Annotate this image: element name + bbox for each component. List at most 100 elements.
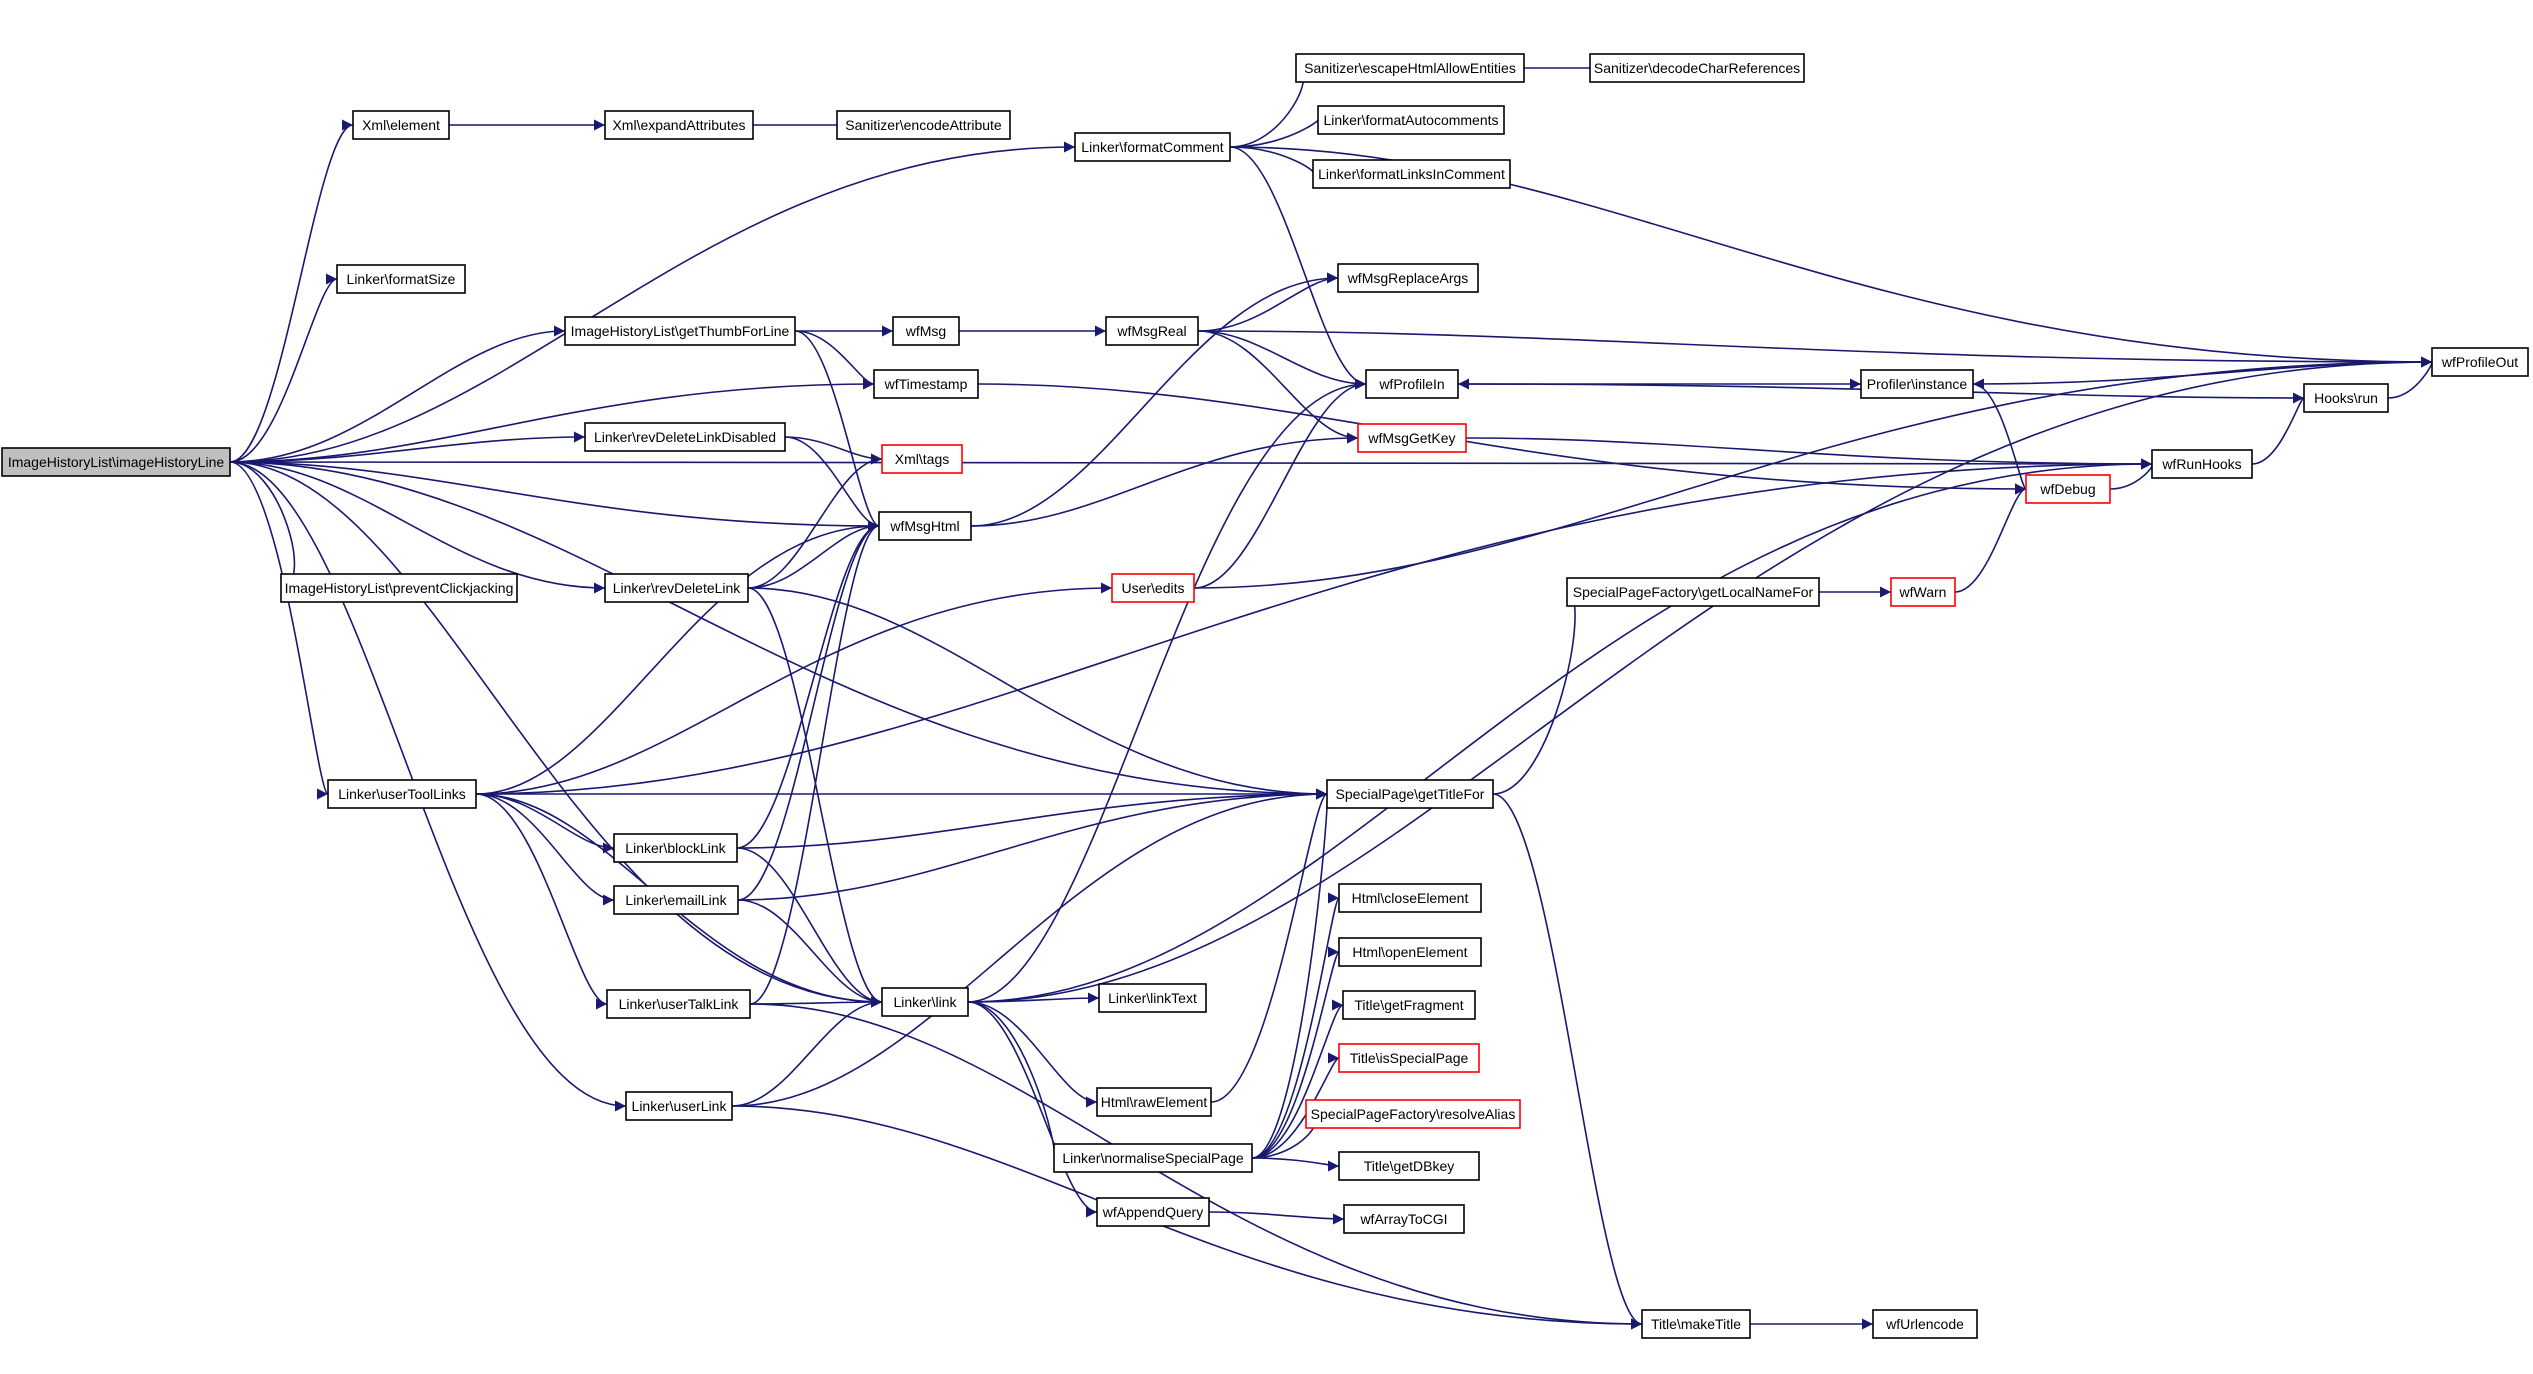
node-box [564, 316, 796, 346]
node-profiler_instance[interactable]: Profiler\instance [1860, 369, 1974, 399]
node-html_open[interactable]: Html\openElement [1338, 937, 1482, 967]
edge-userLink-to-sp_getTitleFor [731, 788, 1328, 1107]
node-wfDebug[interactable]: wfDebug [2025, 474, 2111, 504]
node-user_edits[interactable]: User\edits [1111, 573, 1195, 603]
node-wfTimestamp[interactable]: wfTimestamp [873, 369, 979, 399]
node-xml_tags[interactable]: Xml\tags [881, 444, 963, 474]
node-title_isSpecial[interactable]: Title\isSpecialPage [1338, 1043, 1480, 1073]
edges-layer [229, 62, 2444, 1330]
node-box [1890, 577, 1956, 607]
node-label: wfMsgHtml [889, 518, 959, 534]
node-linker_formatComment[interactable]: Linker\formatComment [1074, 132, 1231, 162]
node-box [584, 422, 786, 452]
node-spf_getLocalName[interactable]: SpecialPageFactory\getLocalNameFor [1566, 577, 1820, 607]
node-box [352, 110, 450, 140]
node-hooks_run[interactable]: Hooks\run [2303, 383, 2389, 413]
node-label: Linker\link [893, 994, 957, 1010]
node-label: ImageHistoryList\getThumbForLine [571, 323, 790, 339]
edge-userToolLinks-to-user_edits [475, 582, 1113, 795]
edge-userTalkLink-to-wfMsgHtml [749, 520, 880, 1005]
node-box [2431, 347, 2529, 377]
node-label: Linker\formatComment [1081, 139, 1223, 155]
node-blockLink[interactable]: Linker\blockLink [613, 833, 738, 863]
node-linker_formatSize[interactable]: Linker\formatSize [336, 264, 466, 294]
node-wfProfileIn[interactable]: wfProfileIn [1365, 369, 1459, 399]
node-revDeleteLink[interactable]: Linker\revDeleteLink [604, 573, 749, 603]
edge-userLink-to-linker_link [731, 996, 883, 1107]
edge-linker_link-to-wfRunHooks [967, 458, 2153, 1003]
node-san_decode[interactable]: Sanitizer\decodeCharReferences [1589, 53, 1805, 83]
node-wfMsgGetKey[interactable]: wfMsgGetKey [1357, 423, 1467, 453]
node-html_raw[interactable]: Html\rawElement [1096, 1087, 1212, 1117]
node-box [1357, 423, 1467, 453]
node-linker_linksInComment[interactable]: Linker\formatLinksInComment [1312, 159, 1511, 189]
node-normalizeSP[interactable]: Linker\normaliseSpecialPage [1053, 1143, 1253, 1173]
node-title_dbkey[interactable]: Title\getDBkey [1338, 1151, 1480, 1181]
node-revDelDisabled[interactable]: Linker\revDeleteLinkDisabled [584, 422, 786, 452]
node-box [1312, 159, 1511, 189]
node-title_fragment[interactable]: Title\getFragment [1342, 990, 1476, 1020]
node-box [1074, 132, 1231, 162]
edge-normalizeSP-to-html_open [1251, 946, 1340, 1159]
node-label: Html\closeElement [1352, 890, 1469, 906]
node-label: Hooks\run [2314, 390, 2378, 406]
node-wfMsg[interactable]: wfMsg [892, 316, 960, 346]
node-wfRunHooks[interactable]: wfRunHooks [2151, 449, 2253, 479]
node-xml_element[interactable]: Xml\element [352, 110, 450, 140]
edge-sp_getTitleFor-to-title_make [1492, 793, 1643, 1330]
node-wfProfileOut[interactable]: wfProfileOut [2431, 347, 2529, 377]
edge-root-to-getThumb [229, 325, 566, 463]
edge-userToolLinks-to-emailLink [475, 793, 615, 906]
node-box [625, 1091, 733, 1121]
node-wfAppendQuery[interactable]: wfAppendQuery [1096, 1197, 1210, 1227]
node-box [1105, 316, 1199, 346]
node-label: wfAppendQuery [1102, 1204, 1203, 1220]
edge-root-to-sp_getTitleFor [229, 461, 1328, 800]
edge-linker_link-to-wfAppendQuery [967, 1001, 1098, 1218]
edge-linker_link-to-html_raw [967, 1001, 1098, 1108]
node-html_close[interactable]: Html\closeElement [1338, 883, 1482, 913]
node-label: Sanitizer\encodeAttribute [845, 117, 1002, 133]
edge-wfMsgGetKey-to-wfRunHooks [1465, 437, 2153, 470]
edge-wfMsgReal-to-wfMsgReplaceArgs [1197, 272, 1339, 332]
node-box [604, 573, 749, 603]
edge-html_raw-to-sp_getTitleFor [1210, 788, 1328, 1103]
node-label: ImageHistoryList\imageHistoryLine [8, 454, 225, 470]
edge-root-to-linker_link [229, 461, 883, 1008]
node-title_make[interactable]: Title\makeTitle [1641, 1309, 1751, 1339]
node-wfMsgHtml[interactable]: wfMsgHtml [878, 511, 972, 541]
node-linker_autocomments[interactable]: Linker\formatAutocomments [1317, 105, 1505, 135]
edge-wfAppendQuery-to-wfArrayToCGI [1208, 1211, 1345, 1225]
node-label: wfMsgReal [1116, 323, 1186, 339]
edge-emailLink-to-wfMsgHtml [737, 520, 880, 901]
node-wfMsgReal[interactable]: wfMsgReal [1105, 316, 1199, 346]
edge-root-to-wfTimestamp [229, 378, 875, 463]
node-label: Linker\userTalkLink [619, 996, 740, 1012]
edge-wfMsgHtml-to-wfMsgReplaceArgs [970, 272, 1339, 527]
node-preventClick[interactable]: ImageHistoryList\preventClickjacking [280, 573, 518, 603]
node-wfWarn[interactable]: wfWarn [1890, 577, 1956, 607]
edge-linker_formatComment-to-linker_autocomments [1229, 114, 1330, 148]
node-label: Linker\userLink [632, 1098, 728, 1114]
edge-root-to-wfRunHooks [229, 458, 2153, 470]
node-getThumb[interactable]: ImageHistoryList\getThumbForLine [564, 316, 796, 346]
node-box [613, 885, 739, 915]
edge-root-to-linker_formatSize [229, 273, 338, 463]
node-userTalkLink[interactable]: Linker\userTalkLink [606, 989, 751, 1019]
node-xml_expand[interactable]: Xml\expandAttributes [604, 110, 754, 140]
node-sp_getTitleFor[interactable]: SpecialPage\getTitleFor [1326, 779, 1494, 809]
node-emailLink[interactable]: Linker\emailLink [613, 885, 739, 915]
node-spf_resolve[interactable]: SpecialPageFactory\resolveAlias [1305, 1099, 1521, 1129]
node-label: wfWarn [1899, 584, 1947, 600]
node-san_encode[interactable]: Sanitizer\encodeAttribute [836, 110, 1011, 140]
node-linkText[interactable]: Linker\linkText [1098, 983, 1207, 1013]
node-san_escape[interactable]: Sanitizer\escapeHtmlAllowEntities [1295, 53, 1525, 83]
node-wfArrayToCGI[interactable]: wfArrayToCGI [1343, 1204, 1465, 1234]
node-wfUrlencode[interactable]: wfUrlencode [1872, 1309, 1978, 1339]
node-root[interactable]: ImageHistoryList\imageHistoryLine [1, 447, 231, 477]
node-wfMsgReplaceArgs[interactable]: wfMsgReplaceArgs [1337, 263, 1479, 293]
node-linker_link[interactable]: Linker\link [881, 987, 969, 1017]
node-userToolLinks[interactable]: Linker\userToolLinks [327, 779, 477, 809]
edge-wfMsgReal-to-wfMsgGetKey [1197, 330, 1359, 444]
node-userLink[interactable]: Linker\userLink [625, 1091, 733, 1121]
